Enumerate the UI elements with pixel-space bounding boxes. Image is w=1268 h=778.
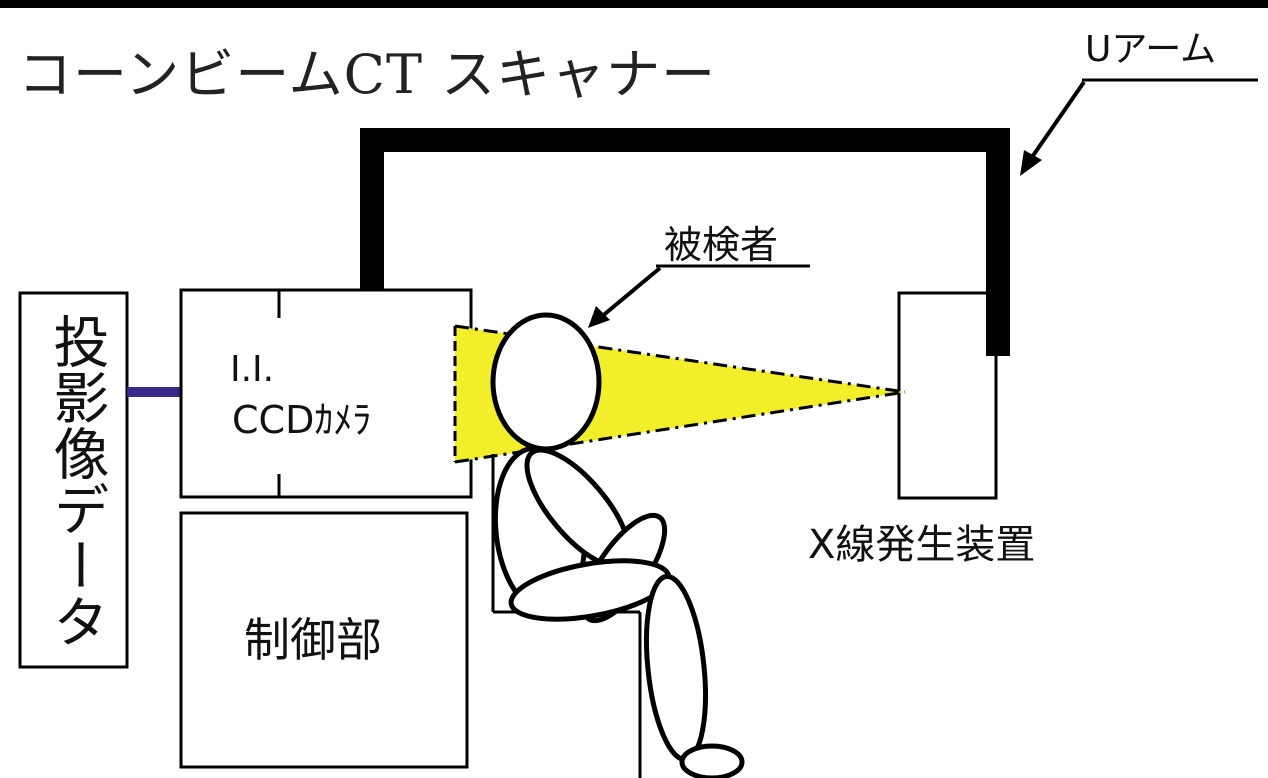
projection-data-box bbox=[18, 291, 129, 669]
diagram-title: コーンビームCT スキャナー bbox=[18, 43, 717, 106]
beam-edge-bottom bbox=[454, 390, 906, 464]
ii-label: I.I. bbox=[230, 349, 275, 390]
subject-label: 被検者 bbox=[664, 223, 779, 267]
ccd-camera-label: CCDｶﾒﾗ bbox=[232, 398, 372, 442]
u-arm bbox=[360, 128, 1010, 356]
control-unit-box bbox=[179, 511, 469, 769]
top-border bbox=[0, 0, 1268, 8]
control-unit-label: 制御部 bbox=[244, 613, 382, 667]
u-arm-arrow bbox=[1028, 80, 1086, 162]
subject-arrow bbox=[598, 266, 662, 320]
subject-arrowhead bbox=[588, 306, 610, 328]
xray-generator-box bbox=[897, 291, 998, 500]
seated-subject bbox=[490, 312, 745, 778]
projection-data-label: 投影像データ bbox=[44, 313, 109, 649]
u-arm-arrowhead bbox=[1020, 150, 1042, 176]
u-arm-label: Uアーム bbox=[1085, 29, 1217, 70]
beam-edge-top bbox=[454, 324, 906, 394]
detector-box bbox=[179, 288, 473, 499]
xray-generator-label: X線発生装置 bbox=[808, 522, 1036, 568]
